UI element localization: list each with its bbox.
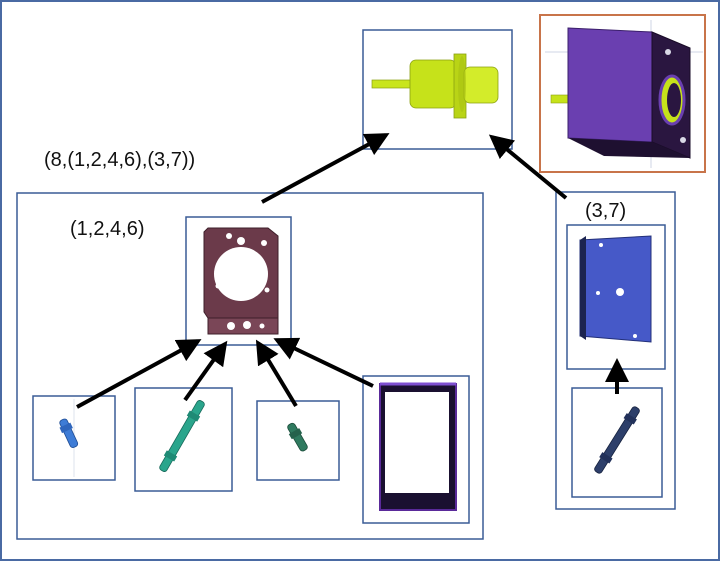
blue-pin-icon [59,399,79,477]
left-group-box [16,192,484,540]
bracket-plate-icon [203,227,279,335]
rectangular-frame-icon [379,382,457,511]
shaft-part-icon [371,53,499,119]
rectangular-plate-icon [579,235,652,343]
top-assembly-label: (8,(1,2,4,6),(3,7)) [44,149,195,171]
teal-rod-box [134,387,233,492]
green-pin-icon [287,422,308,452]
assembled-housing-icon [545,20,703,168]
left-group-label: (1,2,4,6) [70,218,144,240]
assembly-arrows [76,133,629,409]
arrow-frame-to-bracket [273,337,374,388]
right-group-box [555,191,676,510]
arrow-blue-pin-to-bracket [76,339,202,409]
arrow-green-pin-to-bracket [255,339,298,408]
arrow-teal-rod-to-bracket [183,340,228,402]
right-group-label: (3,7) [585,200,626,222]
arrow-right-group-to-top [488,134,568,200]
arrow-left-group-to-top [261,133,390,204]
teal-rod-icon [159,400,205,472]
navy-rod-icon [594,406,640,474]
